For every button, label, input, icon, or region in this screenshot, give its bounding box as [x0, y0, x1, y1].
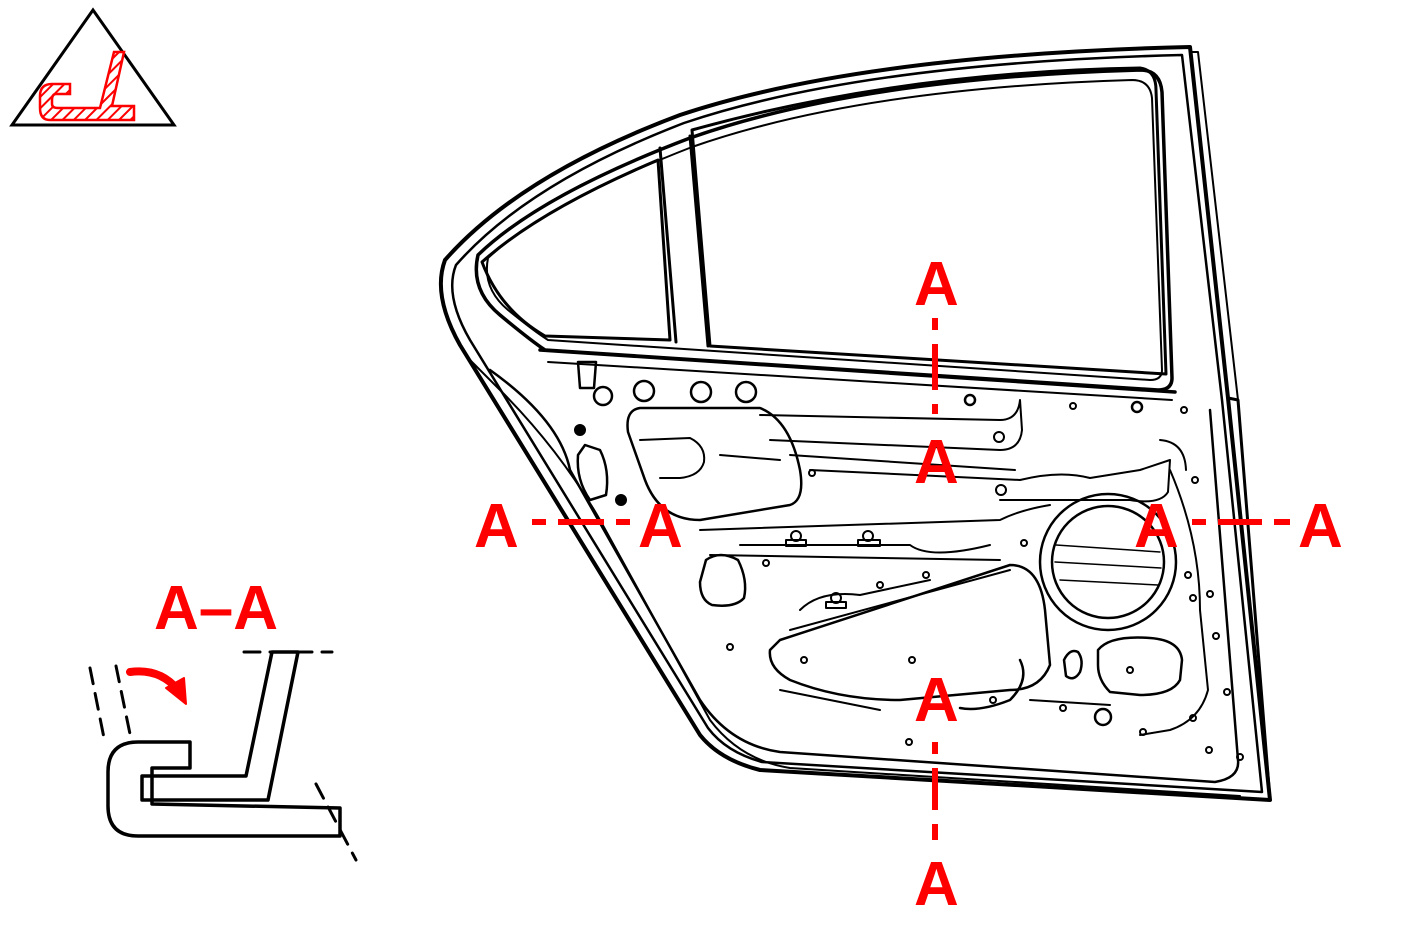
upper-large-opening — [626, 406, 803, 522]
section-mark-horizontal-right-end: A — [1298, 492, 1343, 561]
fold-direction-arrow — [126, 667, 187, 705]
door-panel — [438, 45, 1272, 802]
section-mark-horizontal-left-end: A — [638, 492, 683, 561]
fastener-dots — [726, 402, 1244, 761]
section-lines — [532, 318, 1290, 840]
bolt-dot — [574, 424, 586, 436]
window-divider-pillar — [658, 146, 678, 344]
bolt-dot — [615, 494, 627, 506]
window-frame — [474, 68, 1174, 392]
section-mark-vertical-bottom: A — [914, 850, 959, 919]
speaker-opening — [1038, 492, 1178, 632]
window-glass — [480, 158, 672, 342]
door-outer-edge-inner — [450, 53, 1264, 794]
section-mark-vertical-upper-middle: A — [914, 428, 959, 497]
hem-flange-warning-icon — [9, 7, 177, 127]
keyhole-slots — [785, 530, 881, 609]
access-holes-top — [576, 360, 1144, 414]
section-mark-vertical-top: A — [914, 250, 959, 319]
section-mark-horizontal-left-start: A — [474, 492, 519, 561]
door-outer-edge — [438, 45, 1272, 802]
belt-line — [538, 348, 1177, 394]
section-cut-dashes — [88, 650, 358, 862]
section-view-title: A–A — [154, 574, 279, 643]
hem-outer-panel — [106, 740, 342, 838]
hem-inner-flange — [140, 650, 300, 802]
section-mark-horizontal-right-start: A — [1134, 492, 1179, 561]
inner-panel — [488, 368, 1240, 784]
section-mark-vertical-lower-middle: A — [914, 666, 959, 735]
section-detail-drawing — [88, 650, 358, 862]
lower-large-opening — [768, 563, 1052, 702]
